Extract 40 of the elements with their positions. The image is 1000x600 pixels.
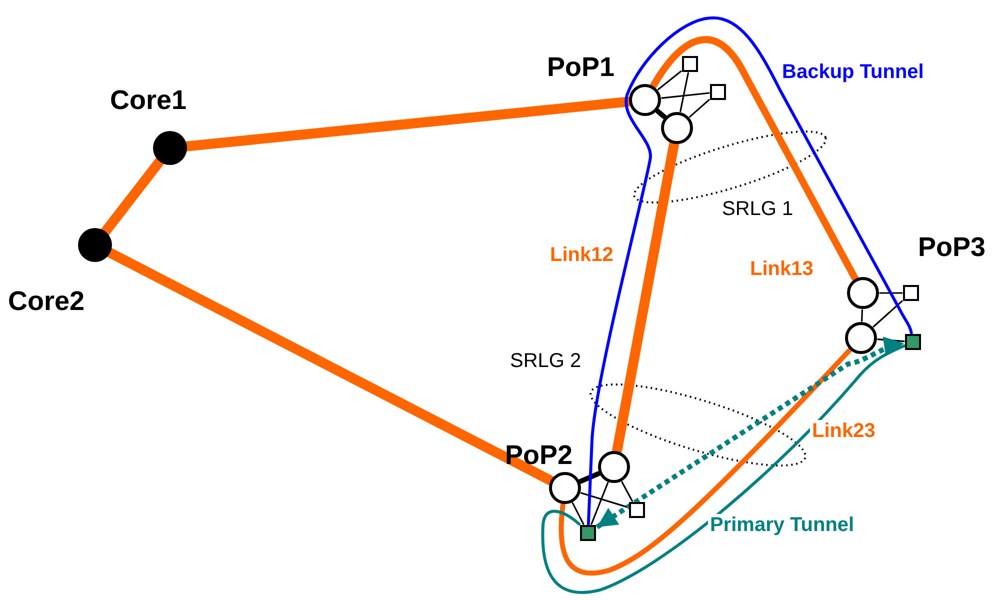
host-node-highlighted <box>580 525 596 541</box>
site-label: PoP3 <box>918 232 986 263</box>
link-line <box>558 348 852 576</box>
link-line <box>105 248 555 486</box>
host-node <box>682 56 698 72</box>
connector-line <box>590 482 609 525</box>
group-label: SRLG 1 <box>722 198 794 221</box>
router-node <box>598 451 630 483</box>
connector-line <box>861 309 863 322</box>
node-label: Core2 <box>8 286 85 317</box>
host-node <box>903 285 919 301</box>
connector-line <box>661 92 710 99</box>
connector-line <box>879 292 903 294</box>
router-node <box>845 322 877 354</box>
router-node <box>661 112 693 144</box>
dotted-arrow <box>596 337 904 530</box>
connector-line <box>658 70 682 90</box>
host-node <box>710 84 726 100</box>
connector-line <box>572 502 584 525</box>
connector-line <box>578 471 601 484</box>
router-node <box>847 277 879 309</box>
link-line <box>612 140 679 456</box>
tunnel-path <box>586 16 913 526</box>
connector-line <box>689 99 710 118</box>
node-label: Core1 <box>110 85 187 116</box>
link-line <box>100 156 165 237</box>
host-node <box>629 502 645 518</box>
site-label: PoP2 <box>505 440 573 471</box>
router-node <box>629 84 661 116</box>
connector-line <box>580 492 629 508</box>
router-node <box>549 472 581 504</box>
link-line <box>650 36 858 282</box>
host-node-highlighted <box>905 334 921 350</box>
site-label: PoP1 <box>547 52 615 83</box>
connector-line <box>655 108 667 120</box>
connector-line <box>680 72 689 112</box>
connector-line <box>872 300 903 328</box>
connector-line <box>621 481 633 502</box>
tunnel-path <box>541 344 906 594</box>
group-label: SRLG 2 <box>510 350 582 373</box>
